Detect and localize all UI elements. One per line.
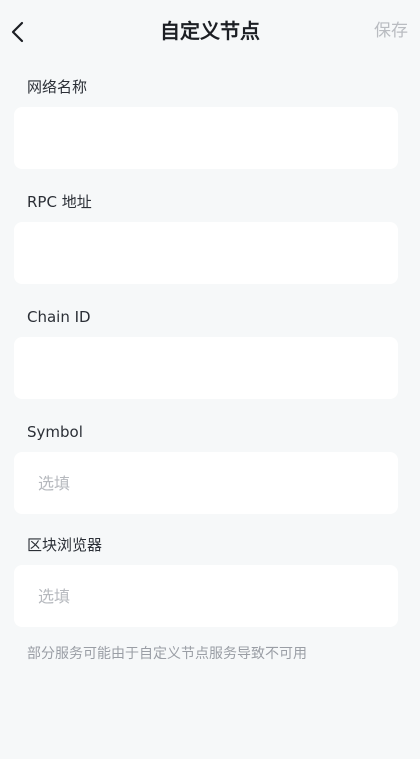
block-explorer-input[interactable] <box>38 586 374 606</box>
save-button[interactable]: 保存 <box>374 21 408 41</box>
block-explorer-field[interactable] <box>14 565 398 627</box>
chain-id-input[interactable] <box>38 358 374 378</box>
rpc-url-label: RPC 地址 <box>27 193 92 211</box>
service-notice: 部分服务可能由于自定义节点服务导致不可用 <box>27 646 307 662</box>
rpc-url-input[interactable] <box>38 243 374 263</box>
chain-id-field[interactable] <box>14 337 398 399</box>
symbol-label: Symbol <box>27 423 83 441</box>
symbol-input[interactable] <box>38 473 374 493</box>
block-explorer-label: 区块浏览器 <box>27 536 103 554</box>
page-title: 自定义节点 <box>160 19 260 43</box>
back-button[interactable] <box>6 18 30 46</box>
network-name-label: 网络名称 <box>27 78 88 96</box>
rpc-url-field[interactable] <box>14 222 398 284</box>
symbol-field[interactable] <box>14 452 398 514</box>
chevron-left-icon <box>11 21 24 43</box>
chain-id-label: Chain ID <box>27 308 91 326</box>
network-name-field[interactable] <box>14 107 398 169</box>
network-name-input[interactable] <box>38 128 374 148</box>
navigation-bar: 自定义节点 保存 <box>0 0 420 62</box>
